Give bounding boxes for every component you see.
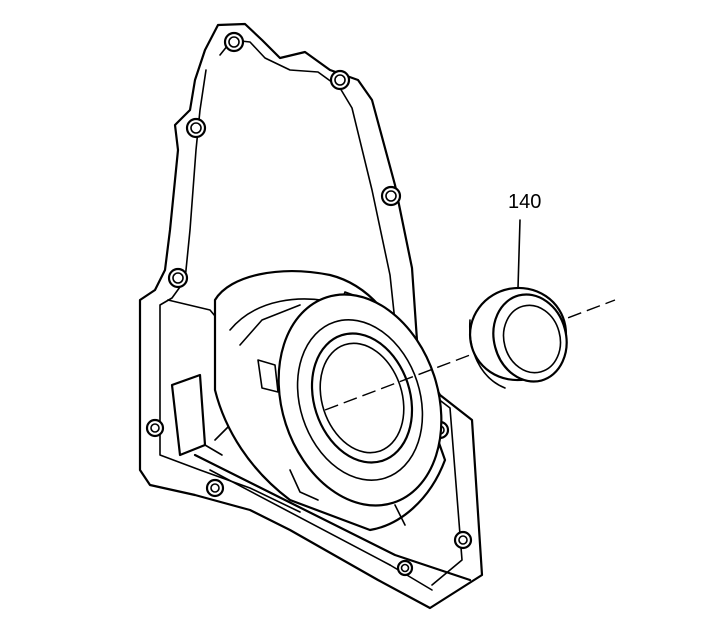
bolt-holes <box>145 31 473 577</box>
crankshaft-centerline <box>324 299 616 411</box>
callout-leader-line <box>517 219 521 289</box>
seal-housing <box>213 270 447 532</box>
front-crankshaft-seal <box>468 286 568 389</box>
callout-label-140: 140 <box>508 191 541 213</box>
